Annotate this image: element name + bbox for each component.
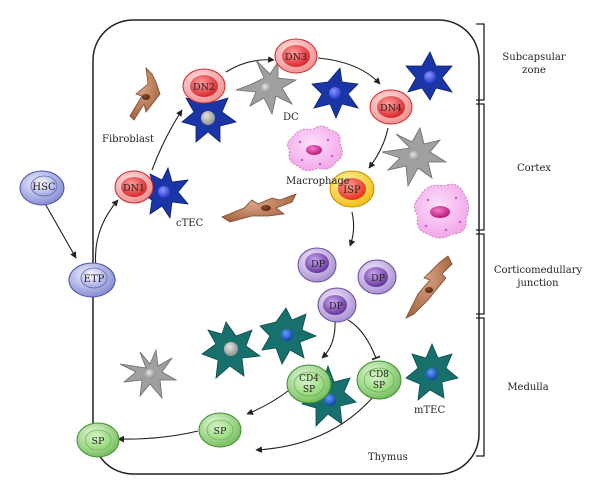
ctec-right (405, 51, 453, 101)
fibroblast-junction (405, 255, 453, 319)
macrophage-upper (287, 125, 343, 171)
dn3-cell: DN3 (274, 38, 318, 74)
arrow-dn2-dn3 (225, 56, 275, 73)
arrow-hsc-etp (42, 199, 77, 259)
mtec-1 (201, 321, 262, 379)
thymus-outline (92, 19, 480, 475)
arrow-dn4-isp (368, 127, 389, 169)
dendritic-cell-top (235, 59, 298, 116)
arrow-dn3-dn4 (317, 57, 381, 85)
zone-subcapsular-line2: zone (522, 65, 546, 76)
zone-medulla: Medulla (507, 382, 548, 393)
fibroblast-top (129, 66, 161, 121)
hsc-cell: HSC (19, 170, 65, 206)
sp-cell-medulla: SP (198, 412, 242, 448)
etp-cell: ETP (68, 262, 116, 298)
arrows (42, 56, 389, 453)
ctec-near-dn1 (139, 166, 189, 220)
dn1-label: DN1 (123, 183, 145, 194)
isp-cell: ISP (329, 170, 375, 208)
dp-label-3: DP (329, 301, 344, 312)
sp-label-exit: SP (92, 436, 106, 447)
arrow-isp-dp (348, 211, 356, 247)
ctec-label: cTEC (176, 218, 204, 229)
dc-label: DC (283, 112, 299, 123)
thymus-label: Thymus (368, 452, 408, 463)
zone-corticomedullary-line1: Corticomedullary (494, 265, 583, 276)
isp-label: ISP (343, 185, 361, 196)
macrophage-label: Macrophage (286, 176, 350, 187)
sp-label-medulla: SP (214, 426, 228, 437)
dp-label-1: DP (311, 259, 326, 270)
arrow-cd8-sp (255, 395, 375, 453)
arrow-etp-dn1 (94, 199, 119, 269)
arrow-cd4-sp (246, 387, 293, 415)
mtec-2 (259, 307, 318, 365)
ctec-center (311, 67, 359, 120)
mtec-4 (405, 342, 459, 401)
dp-cell-1: DP (297, 247, 337, 283)
dn4-cell: DN4 (369, 89, 413, 125)
dn1-cell: DN1 (114, 170, 154, 204)
hsc-label: HSC (32, 182, 56, 193)
dendritic-cell-cortex (381, 126, 448, 188)
mtec-label: mTEC (414, 405, 445, 416)
cd4-sp-label: SP (303, 385, 315, 395)
cd8-sp-label: SP (373, 381, 385, 391)
dp-label-2: DP (371, 273, 386, 284)
macrophage-lower (414, 183, 469, 239)
fibroblast-middle (221, 193, 297, 223)
zone-corticomedullary-line2: junction (516, 278, 559, 289)
zone-subcapsular-line1: Subcapsular (502, 52, 565, 63)
dn4-label: DN4 (380, 103, 402, 114)
zone-cortex: Cortex (517, 163, 551, 174)
inhibit-dp-cd8 (347, 319, 381, 361)
dendritic-cell-medulla (119, 348, 178, 400)
arrow-sp-exit (117, 430, 199, 443)
dn2-cell: DN2 (182, 68, 226, 104)
sp-cell-exit: SP (76, 422, 120, 458)
dp-cell-2: DP (357, 259, 397, 295)
zone-brackets (476, 23, 485, 457)
cd4-label: CD4 (299, 374, 319, 384)
dn2-label: DN2 (193, 82, 215, 93)
arrow-dn1-dn2 (151, 109, 183, 171)
dp-cell-3: DP (317, 287, 357, 323)
dn3-label: DN3 (285, 52, 307, 63)
arrow-dp-cd4 (321, 319, 336, 359)
cd8-label: CD8 (369, 370, 389, 380)
cd8-sp-cell: CD8 SP (356, 360, 402, 400)
cd4-sp-cell: CD4 SP (286, 364, 332, 404)
fibroblast-label: Fibroblast (102, 134, 154, 145)
etp-label: ETP (84, 274, 105, 285)
